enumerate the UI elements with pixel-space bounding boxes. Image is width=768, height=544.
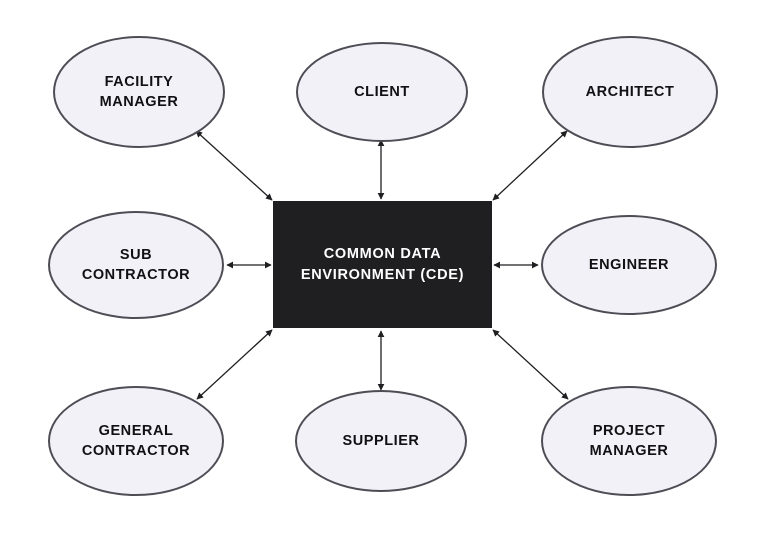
- node-architect[interactable]: ARCHITECT: [542, 36, 718, 148]
- node-label-supplier: SUPPLIER: [342, 433, 420, 449]
- node-common-data-environment[interactable]: COMMON DATA ENVIRONMENT (CDE): [273, 201, 492, 328]
- connector-hub-to-general-contractor: [196, 329, 273, 400]
- connector-hub-to-architect: [492, 130, 568, 201]
- node-label-project-manager: PROJECT MANAGER: [589, 423, 669, 459]
- node-label-general-contractor: GENERAL CONTRACTOR: [81, 423, 191, 459]
- node-general-contractor[interactable]: GENERAL CONTRACTOR: [48, 386, 224, 496]
- node-label-architect: ARCHITECT: [585, 84, 675, 100]
- node-label-sub-contractor: SUB CONTRACTOR: [81, 247, 191, 283]
- node-sub-contractor[interactable]: SUB CONTRACTOR: [48, 211, 224, 319]
- node-facility-manager[interactable]: FACILITY MANAGER: [53, 36, 225, 148]
- node-project-manager[interactable]: PROJECT MANAGER: [541, 386, 717, 496]
- node-engineer[interactable]: ENGINEER: [541, 215, 717, 315]
- node-client[interactable]: CLIENT: [296, 42, 468, 142]
- node-label-engineer: ENGINEER: [588, 257, 670, 273]
- node-label-facility-manager: FACILITY MANAGER: [99, 74, 179, 110]
- node-label-common-data-environment: COMMON DATA ENVIRONMENT (CDE): [300, 245, 465, 283]
- connector-hub-to-project-manager: [492, 329, 569, 400]
- connector-hub-to-facility-manager: [195, 130, 273, 201]
- node-supplier[interactable]: SUPPLIER: [295, 390, 467, 492]
- connectors-group: [195, 130, 569, 400]
- node-label-client: CLIENT: [354, 84, 410, 100]
